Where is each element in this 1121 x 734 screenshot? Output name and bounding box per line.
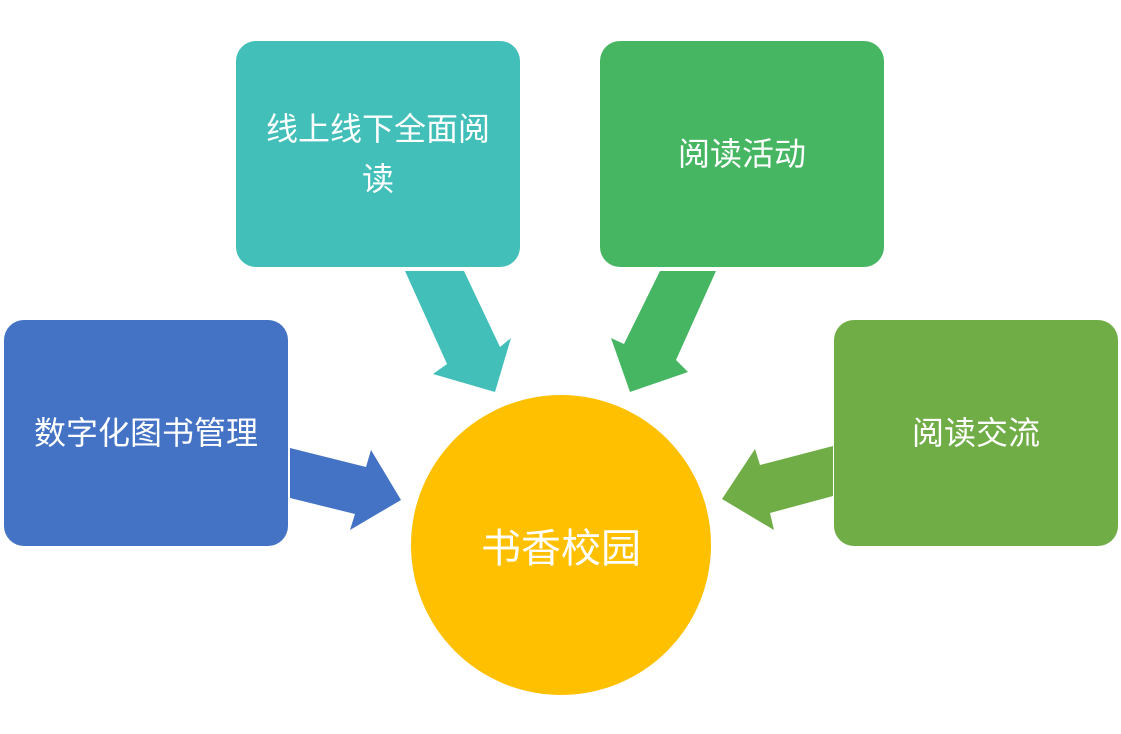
arrow-top-left-to-center: [405, 271, 511, 392]
arrow-left-to-center: [290, 448, 401, 530]
arrow-right-to-center: [722, 446, 833, 530]
reading-exchange-box: 阅读交流: [834, 320, 1118, 546]
book-campus-label: 书香校园: [481, 526, 641, 572]
arrow-top-right-to-center: [611, 271, 716, 392]
reading-activities-box: 阅读活动: [600, 41, 884, 267]
reading-activities-label: 阅读活动: [677, 135, 806, 173]
online-offline-reading-label: 线上线下全面阅读: [265, 110, 490, 198]
online-offline-reading-box: 线上线下全面阅读: [236, 41, 520, 267]
digital-library-management-box: 数字化图书管理: [4, 320, 288, 546]
digital-library-management-label: 数字化图书管理: [33, 414, 258, 452]
book-campus-center-circle: 书香校园: [411, 395, 711, 695]
reading-exchange-label: 阅读交流: [911, 414, 1040, 452]
